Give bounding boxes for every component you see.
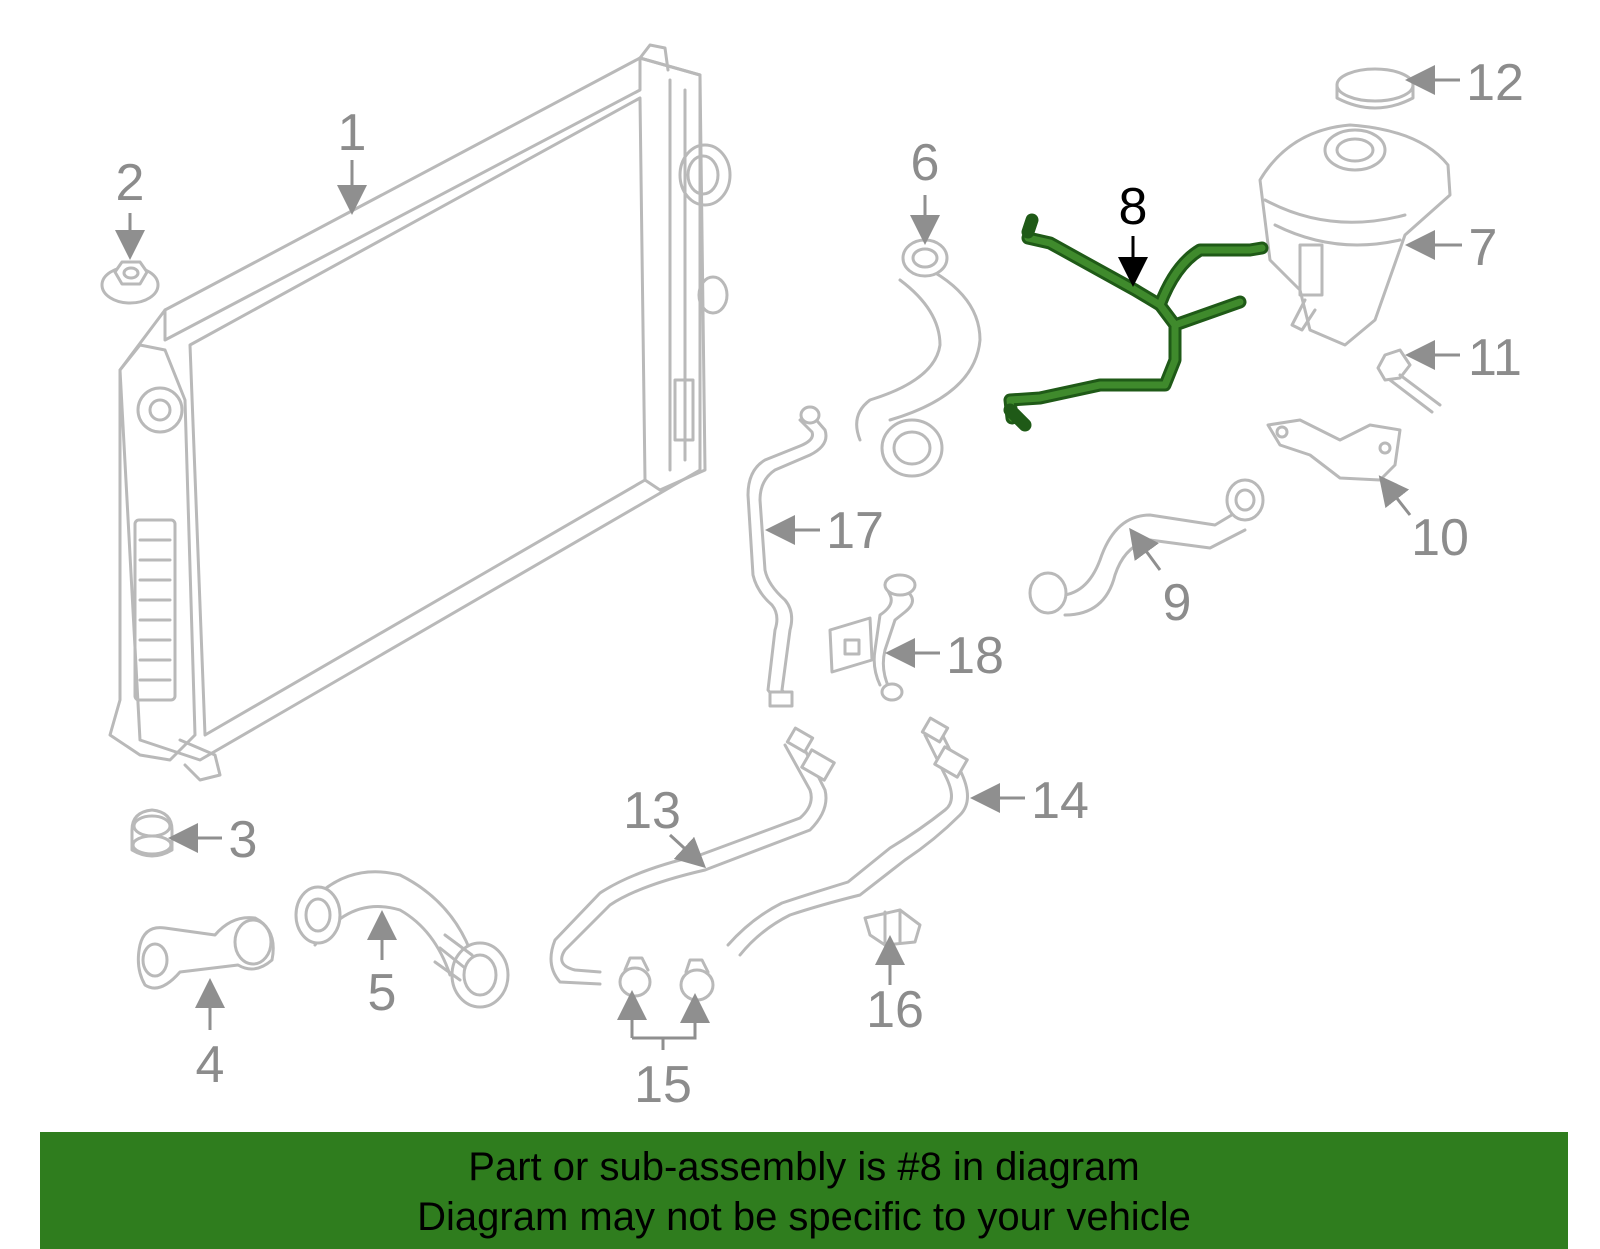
leader-13 [668,833,707,869]
callout-8: 8 [1119,178,1148,236]
hose-assembly-part-8 [1003,213,1269,432]
callout-3: 3 [229,811,258,869]
callout-13: 13 [623,782,681,840]
radiator-part-1 [108,43,732,782]
banner-line-disclaimer: Diagram may not be specific to your vehi… [417,1195,1191,1239]
hose-part-9 [1028,478,1265,617]
bolt-part-11 [1376,348,1442,414]
leader-10 [1378,475,1412,516]
callout-labels: 1 2 3 4 5 6 7 8 9 10 11 12 13 14 15 16 1… [116,54,1524,1114]
banner-line-part-number: Part or sub-assembly is #8 in diagram [468,1145,1140,1189]
callout-4: 4 [196,1036,225,1094]
callout-17: 17 [826,502,884,560]
leader-15 [630,1008,697,1050]
bracket-part-10 [1266,418,1402,482]
hose-part-5 [294,870,510,1009]
callout-5: 5 [368,964,397,1022]
callout-18: 18 [946,627,1004,685]
nut-part-2 [100,260,160,305]
reservoir-part-7 [1258,123,1452,347]
clip-part-16 [863,908,922,947]
callout-11: 11 [1468,329,1522,387]
info-banner: Part or sub-assembly is #8 in diagram Di… [40,1132,1568,1249]
leader-9 [1129,527,1162,571]
callout-14: 14 [1031,772,1089,830]
outlet-pipe-part-4 [136,916,275,990]
callout-7: 7 [1469,219,1498,277]
hose-part-6 [855,238,982,478]
tube-part-17 [746,405,828,708]
fitting-part-18 [828,573,917,702]
cap-part-12 [1335,67,1415,110]
callout-10: 10 [1411,509,1469,567]
leader-arrows [115,65,1462,1050]
callout-6: 6 [911,134,940,192]
callout-12: 12 [1466,54,1524,112]
callout-1: 1 [338,104,367,162]
tube-part-13 [549,726,836,986]
grommet-part-3 [130,808,174,858]
callout-9: 9 [1163,574,1192,632]
callout-15: 15 [634,1056,692,1114]
tube-part-14 [726,716,969,957]
callout-2: 2 [116,154,145,212]
callout-16: 16 [866,981,924,1039]
clamps-part-15 [618,956,715,1002]
